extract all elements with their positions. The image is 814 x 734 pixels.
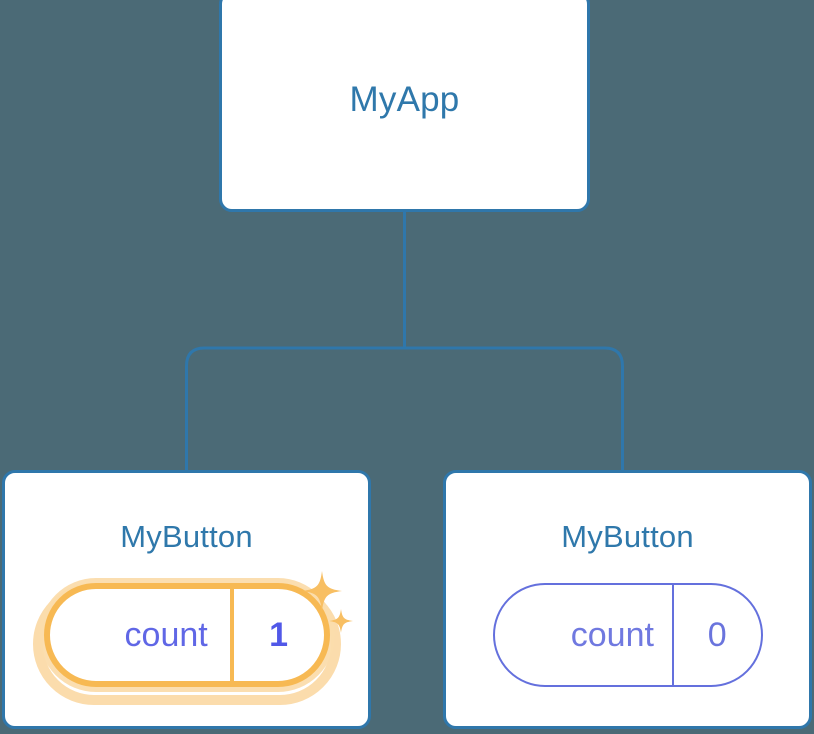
prop-pill-right-value: 0 [671, 585, 761, 685]
node-mybutton-right-title: MyButton [561, 519, 694, 554]
node-mybutton-right[interactable]: MyButton count 0 [443, 470, 812, 729]
connector-branch-bus [185, 346, 624, 472]
node-mybutton-left-title: MyButton [120, 519, 253, 554]
prop-pill-left-wrap: count 1 [43, 583, 330, 687]
prop-pill-left-value: 1 [229, 589, 324, 681]
node-myapp-title: MyApp [349, 80, 460, 119]
node-myapp[interactable]: MyApp [219, 0, 590, 212]
node-mybutton-left[interactable]: MyButton count 1 [2, 470, 371, 729]
prop-pill-right[interactable]: count 0 [492, 583, 763, 687]
prop-pill-right-key: count [570, 615, 654, 654]
prop-pill-left-key: count [124, 615, 208, 654]
prop-pill-left[interactable]: count 1 [43, 583, 330, 687]
prop-pill-right-wrap: count 0 [492, 583, 763, 687]
